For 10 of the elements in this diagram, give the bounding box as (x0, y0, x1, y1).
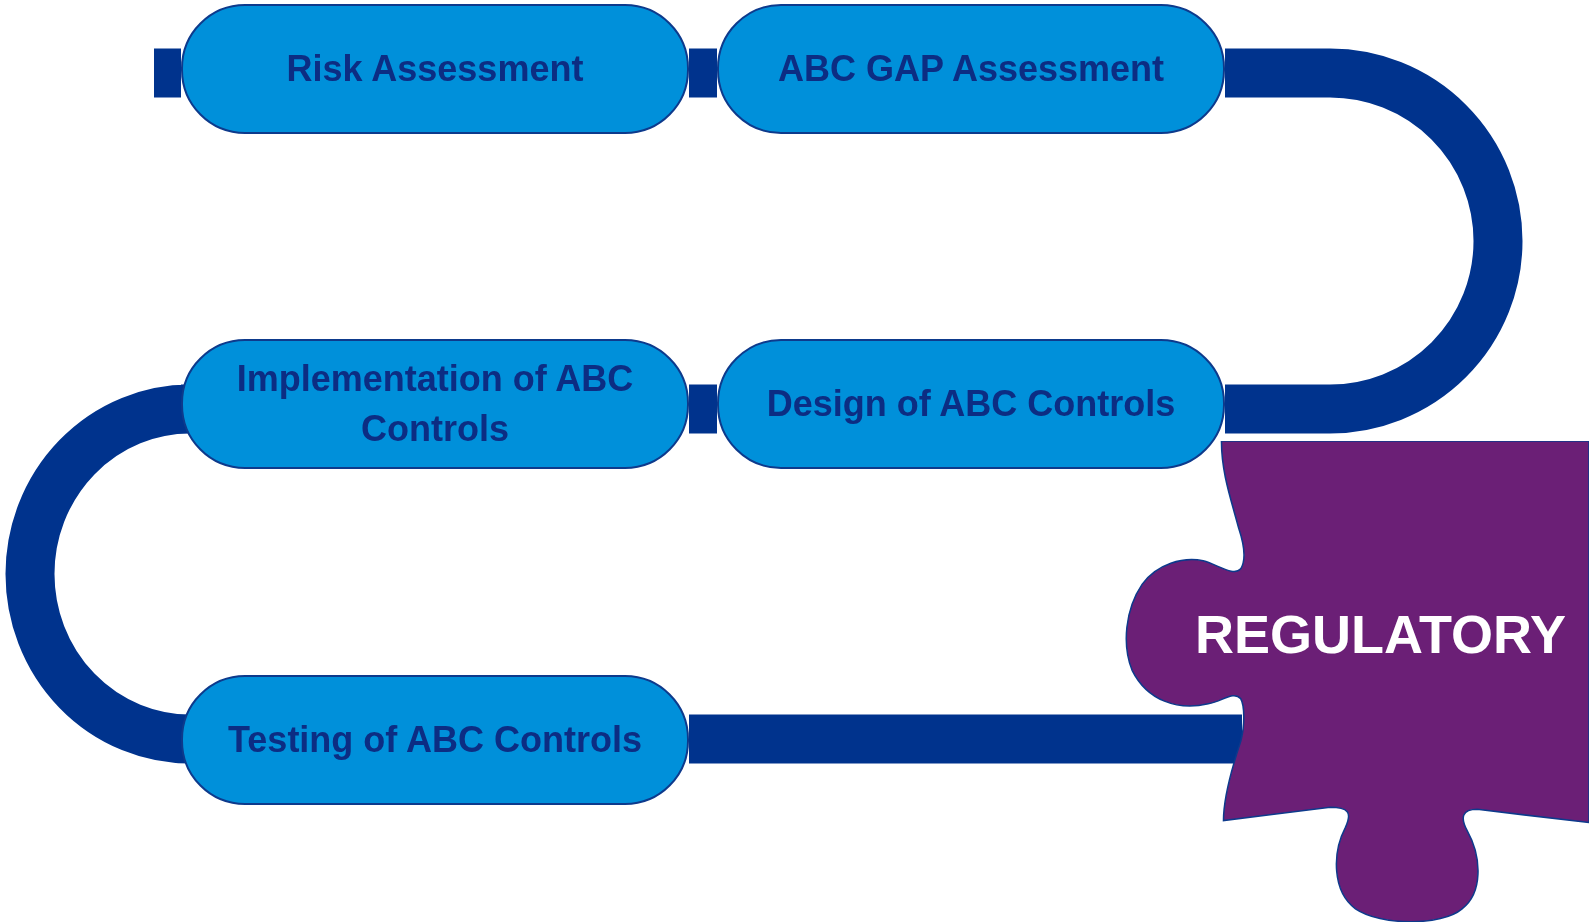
process-box (717, 339, 1225, 469)
step-label: ABC GAP Assessment (776, 47, 1166, 91)
step-label: Risk Assessment (285, 47, 585, 91)
step-label: Design of ABC Controls (765, 382, 1177, 426)
step-label: Implementation of ABC Controls (235, 357, 635, 451)
puzzle-label: REGULATORY (1195, 603, 1566, 666)
track-connector (154, 48, 181, 98)
track-connector (689, 384, 717, 434)
step-label: Testing of ABC Controls (227, 718, 643, 762)
track-connector (689, 48, 717, 98)
